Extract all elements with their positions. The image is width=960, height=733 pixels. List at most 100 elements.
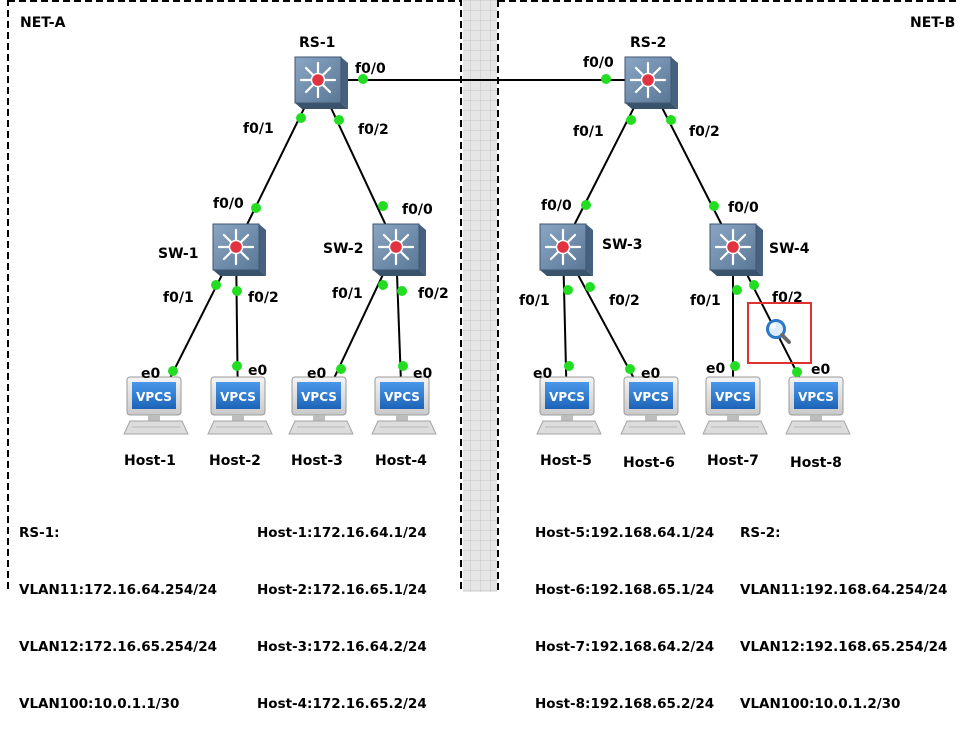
link-endpoint-dot (732, 285, 742, 295)
link-endpoint-dot (251, 203, 261, 213)
sw4-name-label: SW-4 (769, 241, 810, 257)
host-h2[interactable]: VPCS (207, 376, 273, 435)
link-endpoint-dot (232, 361, 242, 371)
net-b-area[interactable] (497, 0, 960, 592)
port-label: e0 (307, 366, 326, 382)
capture-marker[interactable] (747, 302, 812, 364)
host-info-line: Host-4:172.16.65.2/24 (257, 696, 427, 712)
vpcs-computer-icon: VPCS (785, 376, 851, 435)
sw1-name-label: SW-1 (158, 246, 198, 262)
rs1-info-line: RS-1: (19, 525, 60, 541)
rs2-info-line: VLAN100:10.0.1.2/30 (740, 696, 901, 712)
net-a-area[interactable] (7, 0, 462, 592)
switch-sw3[interactable] (539, 223, 593, 276)
vpcs-computer-icon: VPCS (536, 376, 602, 435)
net-a-hosts-info: Host-1:172.16.64.1/24 Host-2:172.16.65.1… (257, 486, 427, 733)
rs1-info: RS-1: VLAN11:172.16.64.254/24 VLAN12:172… (19, 486, 217, 733)
rs1-info-line: VLAN12:172.16.65.254/24 (19, 639, 218, 655)
rs2-info-line: VLAN11:192.168.64.254/24 (740, 582, 948, 598)
port-label: f0/0 (728, 200, 759, 216)
port-label: f0/2 (358, 122, 389, 138)
vpcs-computer-icon: VPCS (620, 376, 686, 435)
host-h4[interactable]: VPCS (371, 376, 437, 435)
link-endpoint-dot (625, 364, 635, 374)
vpcs-screen-label: VPCS (384, 390, 420, 404)
port-label: f0/0 (402, 202, 433, 218)
link-endpoint-dot (168, 366, 178, 376)
port-label: f0/1 (243, 121, 274, 137)
multilayer-switch-icon (709, 223, 757, 271)
multilayer-switch-icon (212, 223, 260, 271)
host-h1[interactable]: VPCS (123, 376, 189, 435)
link-endpoint-dot (585, 282, 595, 292)
device-layer: VPCS VPCS VPCS VPCS VPCS VPCS VPCS VPCS (123, 56, 851, 435)
link-endpoint-dot (378, 201, 388, 211)
multilayer-switch-icon (539, 223, 587, 271)
link-endpoint-dot (792, 367, 802, 377)
host-info-line: Host-2:172.16.65.1/24 (257, 582, 427, 598)
rs2-info: RS-2: VLAN11:192.168.64.254/24 VLAN12:19… (740, 486, 947, 733)
host-name-label: Host-5 (540, 453, 592, 469)
port-label: f0/2 (418, 286, 449, 302)
port-label: f0/2 (689, 124, 720, 140)
link-endpoint-dot (730, 361, 740, 371)
host-name-label: Host-3 (291, 453, 343, 469)
vpcs-screen-label: VPCS (549, 390, 585, 404)
host-name-label: Host-2 (209, 453, 261, 469)
port-label: f0/0 (213, 196, 244, 212)
host-h8[interactable]: VPCS (785, 376, 851, 435)
port-label: f0/1 (332, 286, 363, 302)
capture-box (747, 302, 812, 364)
link-endpoint-dot (563, 285, 573, 295)
host-name-label: Host-4 (375, 453, 427, 469)
router-rs1[interactable] (294, 56, 348, 109)
link-endpoint-dot (378, 280, 388, 290)
vpcs-screen-label: VPCS (715, 390, 751, 404)
switch-sw1[interactable] (212, 223, 266, 276)
host-h6[interactable]: VPCS (620, 376, 686, 435)
sw3-name-label: SW-3 (602, 237, 642, 253)
link-endpoint-layer (168, 74, 802, 377)
host-name-label: Host-8 (790, 455, 842, 471)
multilayer-switch-icon (372, 223, 420, 271)
rs1-info-line: VLAN100:10.0.1.1/30 (19, 696, 180, 712)
port-label: f0/0 (583, 55, 614, 71)
port-label: f0/1 (519, 293, 550, 309)
host-h5[interactable]: VPCS (536, 376, 602, 435)
port-label: f0/1 (573, 124, 604, 140)
port-label: f0/2 (609, 293, 640, 309)
link-endpoint-dot (564, 361, 574, 371)
switch-sw4[interactable] (709, 223, 763, 276)
link-endpoint-dot (601, 74, 611, 84)
host-name-label: Host-1 (124, 453, 176, 469)
router-icon (294, 56, 342, 104)
switch-sw2[interactable] (372, 223, 426, 276)
host-name-label: Host-7 (707, 453, 759, 469)
link-endpoint-dot (397, 286, 407, 296)
port-label: f0/0 (541, 198, 572, 214)
link-endpoint-dot (211, 280, 221, 290)
vpcs-screen-label: VPCS (220, 390, 256, 404)
host-h7[interactable]: VPCS (702, 376, 768, 435)
vpcs-computer-icon: VPCS (207, 376, 273, 435)
link-endpoint-dot (336, 364, 346, 374)
net-b-hosts-info: Host-5:192.168.64.1/24 Host-6:192.168.65… (535, 486, 714, 733)
link-endpoint-dot (398, 361, 408, 371)
port-label: f0/2 (248, 290, 279, 306)
rs1-name-label: RS-1 (299, 35, 335, 51)
link-endpoint-dot (358, 74, 368, 84)
link-endpoint-dot (666, 115, 676, 125)
host-h3[interactable]: VPCS (288, 376, 354, 435)
link-endpoint-dot (626, 115, 636, 125)
vpcs-computer-icon: VPCS (371, 376, 437, 435)
vpcs-screen-label: VPCS (301, 390, 337, 404)
host-info-line: Host-6:192.168.65.1/24 (535, 582, 715, 598)
host-info-line: Host-7:192.168.64.2/24 (535, 639, 715, 655)
router-icon (624, 56, 672, 104)
host-info-line: Host-8:192.168.65.2/24 (535, 696, 715, 712)
router-rs2[interactable] (624, 56, 678, 109)
link-endpoint-dot (334, 115, 344, 125)
port-label: e0 (141, 366, 160, 382)
